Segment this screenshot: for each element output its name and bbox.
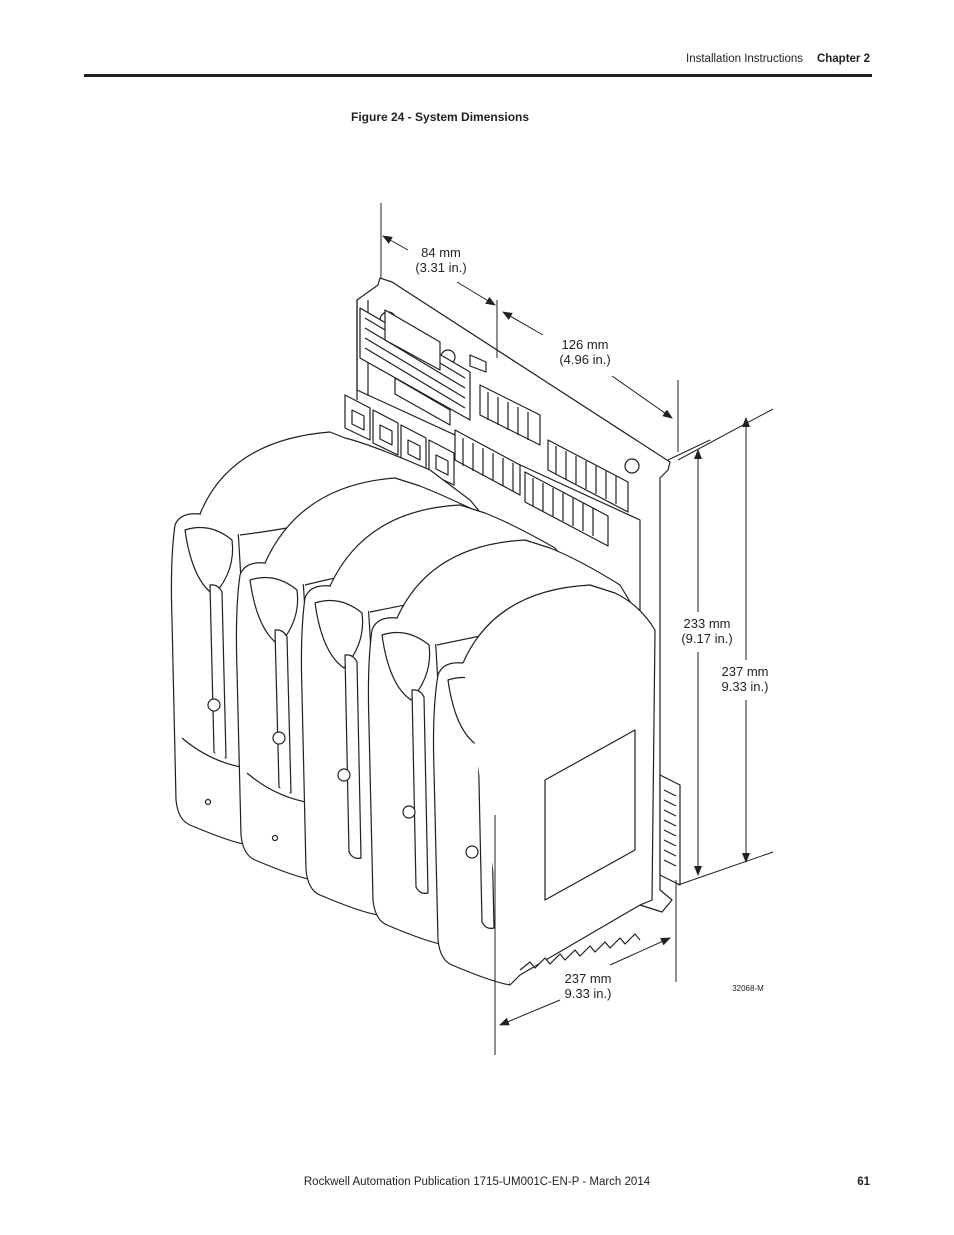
dim-arrow-126-right [611,375,673,419]
rj45-port-2 [372,409,399,456]
dim-237-height-in: 9.33 in.) [722,679,769,694]
dim-extension-top [677,408,774,461]
dim-84-in: (3.31 in.) [415,260,466,275]
figure-caption: Figure 24 - System Dimensions [351,110,530,124]
header-section-title: Installation Instructions [686,53,803,65]
dim-arrow-bottom-right [609,937,671,966]
header-rule [84,74,872,77]
dim-237-height-mm: 237 mm [722,664,769,679]
dim-233-mm: 233 mm [684,616,731,631]
heatsink-block [359,307,471,426]
rj45-port-1 [344,394,371,441]
page-number: 61 [857,1176,870,1188]
dim-233-in: (9.17 in.) [681,631,732,646]
dim-arrow-84-right [456,281,496,306]
dim-237-width-in: 9.33 in.) [565,986,612,1001]
terminal-block-2 [524,439,629,547]
figure-number: 32068-M [732,984,764,993]
base-connector-strip [659,774,681,886]
dim-126-mm: 126 mm [562,337,609,352]
footer-publication: Rockwell Automation Publication 1715-UM0… [303,1176,651,1188]
dim-arrow-126-left [502,311,544,336]
dim-extension-top-233 [667,439,711,461]
rj45-port-3 [400,424,427,471]
dim-237-width-mm: 237 mm [565,971,612,986]
dim-126-in: (4.96 in.) [559,352,610,367]
dim-arrow-bottom-left [499,999,561,1026]
header-chapter: Chapter 2 [816,53,870,65]
io-module-5 [432,584,656,986]
io-module-4 [367,539,639,946]
dim-arrow-84-left [382,235,409,251]
dim-extension-bottom [677,851,774,886]
terminal-block-1 [454,384,541,496]
dim-84-mm: 84 mm [421,245,461,260]
